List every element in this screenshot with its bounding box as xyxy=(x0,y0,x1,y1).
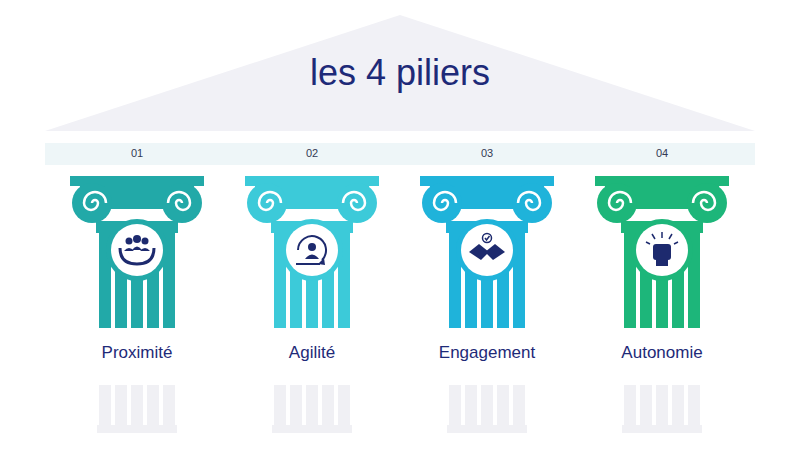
pillar-number: 01 xyxy=(62,147,212,159)
column-reflections xyxy=(97,385,702,433)
column-shape xyxy=(237,143,387,370)
pillar-label: Agilité xyxy=(217,343,407,363)
pillar-column: 04Autonomie xyxy=(587,143,737,370)
pillar-label: Proximité xyxy=(42,343,232,363)
column-shape xyxy=(412,143,562,370)
pillar-icon xyxy=(296,236,326,265)
pillar-column: 02Agilité xyxy=(237,143,387,370)
pillar-number: 02 xyxy=(237,147,387,159)
pillar-icon xyxy=(120,235,154,264)
pillar-number: 04 xyxy=(587,147,737,159)
pillar-icon xyxy=(646,232,678,266)
pillar-label: Autonomie xyxy=(567,343,757,363)
architrave-band xyxy=(45,143,755,165)
pillar-icon xyxy=(469,234,505,261)
pillar-column: 01Proximité xyxy=(62,143,212,370)
pillar-label: Engagement xyxy=(392,343,582,363)
pillar-number: 03 xyxy=(412,147,562,159)
diagram-title: les 4 piliers xyxy=(0,52,800,94)
column-shape xyxy=(62,143,212,370)
pillar-column: 03Engagement xyxy=(412,143,562,370)
column-shape xyxy=(587,143,737,370)
